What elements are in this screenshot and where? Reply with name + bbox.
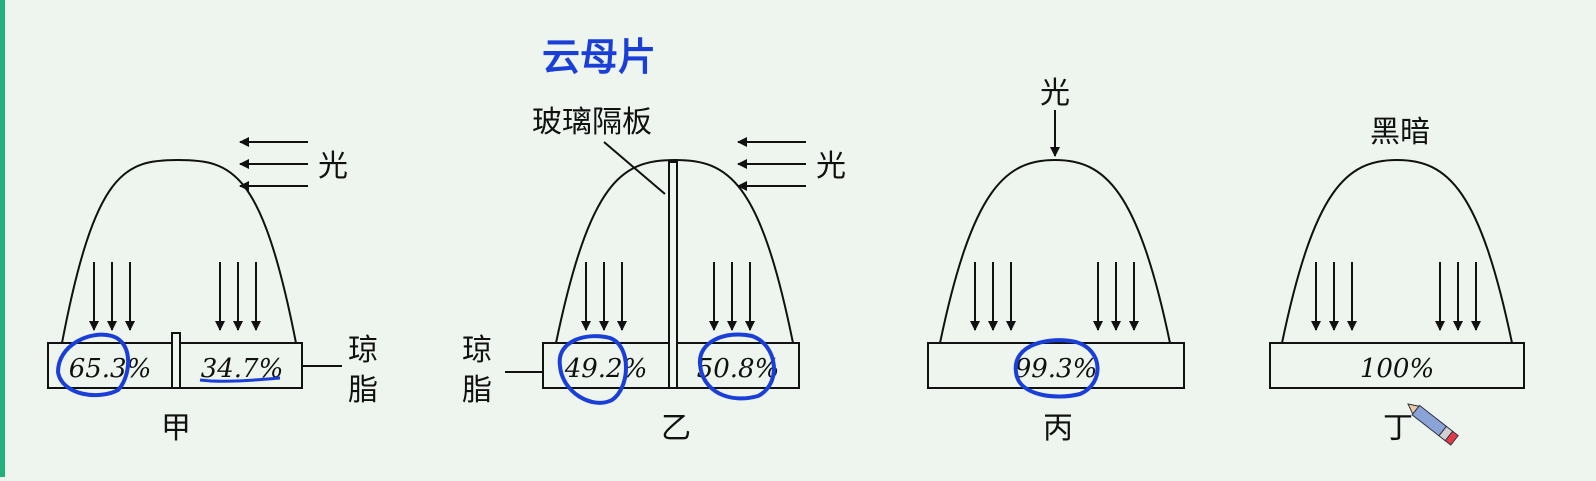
agar-percent: 100% [1360,354,1434,384]
light-label: 光 [816,149,846,184]
panel-name: 丁 [1383,411,1413,446]
panel-yi: 玻璃隔板 光 49.2% 50.8% 琼 脂 乙 [462,105,846,446]
coleoptile-outline [939,158,1171,344]
window-edge-bar [0,0,5,477]
agar-block [927,342,1185,389]
arrow-icon [581,262,755,331]
arrow-icon [1311,262,1481,331]
annotation-circle [697,332,776,401]
mica-divider [171,332,181,389]
coleoptile-outline [61,158,297,344]
arrow-icon [737,137,806,191]
agar-label-top: 琼 [348,333,378,368]
panel-name: 甲 [161,411,191,446]
annotation-circle [1013,338,1100,399]
pencil-icon [1407,403,1459,446]
annotation-circle [557,334,628,405]
panel-ding: 黑暗 100% 丁 [1269,115,1525,446]
coleoptile-outline [555,158,794,344]
panel-name: 丙 [1043,411,1073,446]
glass-pointer-line [603,141,666,195]
handwritten-annotations: 云母片 [55,35,1100,405]
arrow-icon [970,262,1139,331]
panel-name: 乙 [661,411,691,446]
light-label: 光 [1040,76,1070,111]
arrow-icon [89,262,261,331]
annotation-underline [199,376,281,383]
dark-label: 黑暗 [1370,115,1430,150]
glass-divider [668,161,678,389]
agar-percent: 99.3% [1015,354,1098,384]
coleoptile-outline [1281,158,1513,344]
agar-block-left [542,342,670,389]
annotation-circle [55,332,131,398]
panel-jia: 光 65.3% 34.7% 琼 脂 甲 [47,137,378,446]
glass-label: 玻璃隔板 [532,105,652,140]
agar-label-bottom: 脂 [462,373,492,408]
agar-block-right [676,342,800,389]
agar-left-percent: 65.3% [69,354,152,384]
arrow-icon [239,137,308,191]
agar-label-top: 琼 [462,333,492,368]
light-label: 光 [318,149,348,184]
agar-label-bottom: 脂 [348,373,378,408]
agar-left-percent: 49.2% [564,354,648,384]
agar-right-percent: 50.8% [697,354,780,384]
panel-bing: 光 99.3% 丙 [927,76,1185,446]
agar-block [1269,342,1525,389]
handwritten-note: 云母片 [542,35,656,79]
